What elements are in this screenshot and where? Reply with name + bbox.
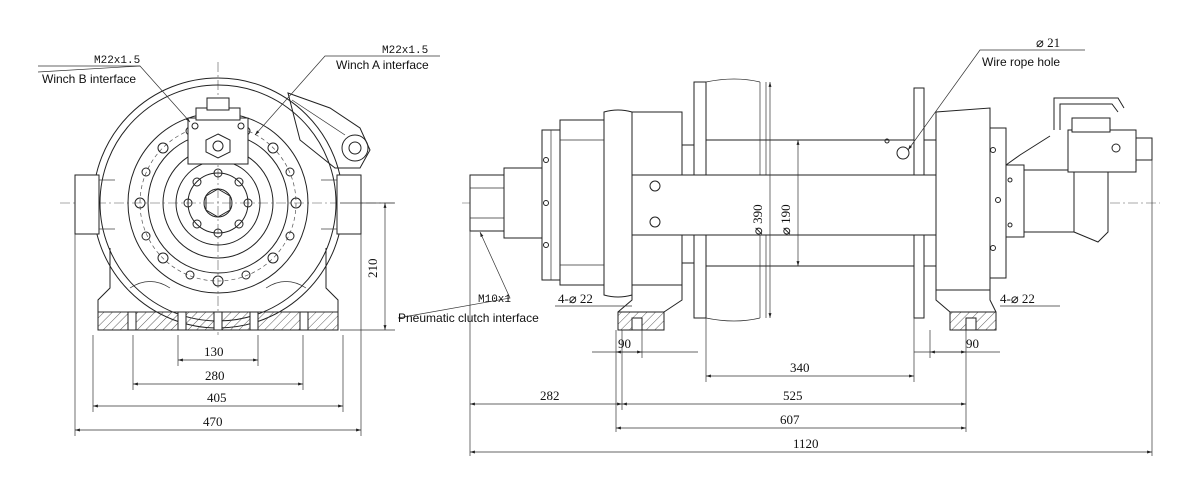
clutch-thread-label: M10x1 xyxy=(478,294,511,306)
winch-b-thread-label: M22x1.5 xyxy=(94,55,140,67)
dim-282: 282 xyxy=(540,388,560,403)
dim-1120: 1120 xyxy=(793,436,819,451)
dim-dia-390: ⌀ 390 xyxy=(750,204,765,235)
rope-hole-dia-label: ⌀ 21 xyxy=(1036,35,1060,50)
winch-a-thread-label: M22x1.5 xyxy=(382,45,428,57)
dim-405: 405 xyxy=(207,390,227,405)
dim-470: 470 xyxy=(203,414,223,429)
bolt-holes-left-label: 4-⌀ 22 xyxy=(558,291,593,306)
dim-525: 525 xyxy=(783,388,803,403)
front-dimensions xyxy=(74,202,395,436)
front-view xyxy=(37,55,440,335)
front-bolt-holes xyxy=(134,119,302,287)
side-view xyxy=(462,78,1160,331)
winch-a-interface-label: Winch A interface xyxy=(336,58,429,72)
dim-90-left: 90 xyxy=(618,336,631,351)
side-dimensions xyxy=(469,82,1153,456)
dim-90-right: 90 xyxy=(966,336,979,351)
clutch-interface-label: Pneumatic clutch interface xyxy=(398,311,539,325)
bolt-holes-right-label: 4-⌀ 22 xyxy=(1000,291,1035,306)
dim-210: 210 xyxy=(365,259,380,279)
winch-b-interface-label: Winch B interface xyxy=(42,72,136,86)
rope-hole-label: Wire rope hole xyxy=(982,55,1060,69)
dim-607: 607 xyxy=(780,412,800,427)
dim-130: 130 xyxy=(204,344,224,359)
dim-dia-190: ⌀ 190 xyxy=(778,204,793,235)
dim-340: 340 xyxy=(790,360,810,375)
dim-280: 280 xyxy=(205,368,225,383)
